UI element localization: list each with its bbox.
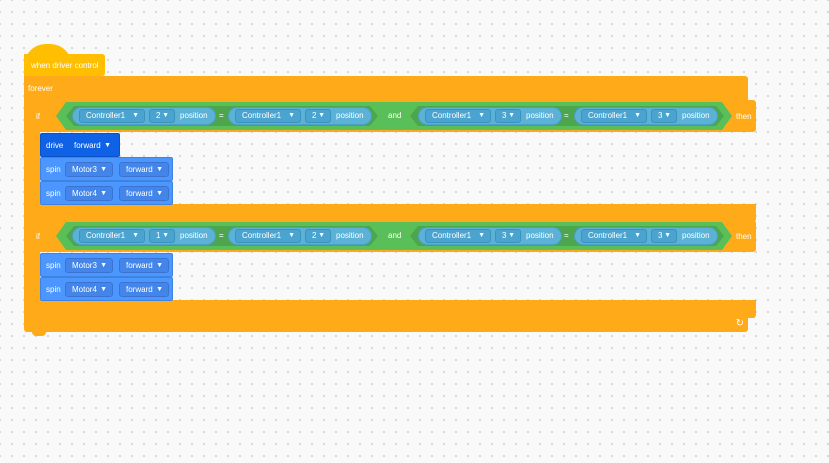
controller-position-reporter[interactable]: Controller1▼ 2▼ position bbox=[228, 227, 372, 245]
spin-motor-block[interactable]: spin Motor3▼ forward▼ bbox=[40, 253, 173, 277]
chevron-down-icon: ▼ bbox=[132, 112, 139, 119]
then-label: then bbox=[736, 112, 752, 121]
chevron-down-icon: ▼ bbox=[318, 232, 325, 239]
loop-arrow-icon: ↻ bbox=[735, 318, 744, 329]
controller-position-reporter[interactable]: Controller1▼ 1▼ position bbox=[72, 227, 216, 245]
position-label: position bbox=[682, 111, 710, 120]
controller-dropdown[interactable]: Controller1▼ bbox=[79, 109, 145, 123]
hat-label: when driver control bbox=[31, 61, 99, 70]
controller-position-reporter[interactable]: Controller1▼ 3▼ position bbox=[574, 107, 718, 125]
forever-arm bbox=[24, 100, 34, 320]
position-label: position bbox=[180, 111, 208, 120]
motor-dropdown[interactable]: Motor4▼ bbox=[65, 186, 113, 201]
forever-bottom-notch bbox=[32, 332, 46, 336]
chevron-down-icon: ▼ bbox=[156, 286, 163, 293]
position-label: position bbox=[526, 231, 554, 240]
controller-position-reporter[interactable]: Controller1▼ 2▼ position bbox=[72, 107, 216, 125]
chevron-down-icon: ▼ bbox=[288, 112, 295, 119]
spin-motor-block[interactable]: spin Motor4▼ forward▼ bbox=[40, 277, 173, 301]
drive-label: drive bbox=[46, 141, 64, 150]
chevron-down-icon: ▼ bbox=[478, 112, 485, 119]
spin-label: spin bbox=[46, 165, 61, 174]
drive-block[interactable]: drive forward▼ bbox=[40, 133, 120, 157]
if-label: if bbox=[36, 112, 40, 121]
forever-label: forever bbox=[28, 84, 53, 93]
motor-dropdown[interactable]: Motor4▼ bbox=[65, 282, 113, 297]
direction-dropdown[interactable]: forward▼ bbox=[67, 138, 117, 153]
motor-dropdown[interactable]: Motor3▼ bbox=[65, 258, 113, 273]
controller-position-reporter[interactable]: Controller1▼ 3▼ position bbox=[418, 107, 562, 125]
then-label: then bbox=[736, 232, 752, 241]
axis-dropdown[interactable]: 3▼ bbox=[495, 109, 521, 123]
position-label: position bbox=[180, 231, 208, 240]
controller-dropdown[interactable]: Controller1▼ bbox=[235, 109, 301, 123]
axis-dropdown[interactable]: 3▼ bbox=[651, 109, 677, 123]
spin-label: spin bbox=[46, 261, 61, 270]
chevron-down-icon: ▼ bbox=[478, 232, 485, 239]
chevron-down-icon: ▼ bbox=[318, 112, 325, 119]
chevron-down-icon: ▼ bbox=[288, 232, 295, 239]
chevron-down-icon: ▼ bbox=[162, 112, 169, 119]
chevron-down-icon: ▼ bbox=[132, 232, 139, 239]
if-block-2-bottom bbox=[34, 300, 756, 318]
chevron-down-icon: ▼ bbox=[634, 112, 641, 119]
equals-sign: = bbox=[219, 111, 224, 120]
position-label: position bbox=[526, 111, 554, 120]
controller-dropdown[interactable]: Controller1▼ bbox=[581, 109, 647, 123]
axis-dropdown[interactable]: 3▼ bbox=[651, 229, 677, 243]
direction-dropdown[interactable]: forward▼ bbox=[119, 186, 169, 201]
if-label: if bbox=[36, 232, 40, 241]
direction-dropdown[interactable]: forward▼ bbox=[119, 162, 169, 177]
and-label: and bbox=[388, 231, 402, 240]
position-label: position bbox=[336, 231, 364, 240]
forever-bottom: ↻ bbox=[24, 316, 748, 332]
chevron-down-icon: ▼ bbox=[156, 262, 163, 269]
direction-dropdown[interactable]: forward▼ bbox=[119, 258, 169, 273]
forever-block[interactable]: forever bbox=[24, 76, 748, 100]
controller-position-reporter[interactable]: Controller1▼ 2▼ position bbox=[228, 107, 372, 125]
axis-dropdown[interactable]: 3▼ bbox=[495, 229, 521, 243]
motor-dropdown[interactable]: Motor3▼ bbox=[65, 162, 113, 177]
controller-dropdown[interactable]: Controller1▼ bbox=[425, 109, 491, 123]
chevron-down-icon: ▼ bbox=[664, 232, 671, 239]
controller-dropdown[interactable]: Controller1▼ bbox=[79, 229, 145, 243]
spin-label: spin bbox=[46, 189, 61, 198]
spin-label: spin bbox=[46, 285, 61, 294]
axis-dropdown[interactable]: 2▼ bbox=[305, 109, 331, 123]
if-block-1-bottom bbox=[34, 204, 756, 222]
chevron-down-icon: ▼ bbox=[100, 166, 107, 173]
chevron-down-icon: ▼ bbox=[508, 232, 515, 239]
equals-sign: = bbox=[564, 111, 569, 120]
chevron-down-icon: ▼ bbox=[664, 112, 671, 119]
position-label: position bbox=[336, 111, 364, 120]
chevron-down-icon: ▼ bbox=[100, 286, 107, 293]
controller-position-reporter[interactable]: Controller1▼ 3▼ position bbox=[574, 227, 718, 245]
chevron-down-icon: ▼ bbox=[156, 190, 163, 197]
chevron-down-icon: ▼ bbox=[100, 262, 107, 269]
equals-sign: = bbox=[219, 231, 224, 240]
axis-dropdown[interactable]: 2▼ bbox=[149, 109, 175, 123]
if-block-1-arm bbox=[34, 132, 40, 206]
chevron-down-icon: ▼ bbox=[104, 142, 111, 149]
when-driver-control-block[interactable]: when driver control bbox=[24, 54, 105, 76]
chevron-down-icon: ▼ bbox=[156, 166, 163, 173]
chevron-down-icon: ▼ bbox=[634, 232, 641, 239]
spin-motor-block[interactable]: spin Motor4▼ forward▼ bbox=[40, 181, 173, 205]
position-label: position bbox=[682, 231, 710, 240]
direction-dropdown[interactable]: forward▼ bbox=[119, 282, 169, 297]
chevron-down-icon: ▼ bbox=[162, 232, 169, 239]
axis-dropdown[interactable]: 2▼ bbox=[305, 229, 331, 243]
chevron-down-icon: ▼ bbox=[508, 112, 515, 119]
chevron-down-icon: ▼ bbox=[100, 190, 107, 197]
controller-position-reporter[interactable]: Controller1▼ 3▼ position bbox=[418, 227, 562, 245]
controller-dropdown[interactable]: Controller1▼ bbox=[235, 229, 301, 243]
axis-dropdown[interactable]: 1▼ bbox=[149, 229, 175, 243]
equals-sign: = bbox=[564, 231, 569, 240]
and-label: and bbox=[388, 111, 402, 120]
controller-dropdown[interactable]: Controller1▼ bbox=[425, 229, 491, 243]
spin-motor-block[interactable]: spin Motor3▼ forward▼ bbox=[40, 157, 173, 181]
if-block-2-arm bbox=[34, 252, 40, 302]
controller-dropdown[interactable]: Controller1▼ bbox=[581, 229, 647, 243]
